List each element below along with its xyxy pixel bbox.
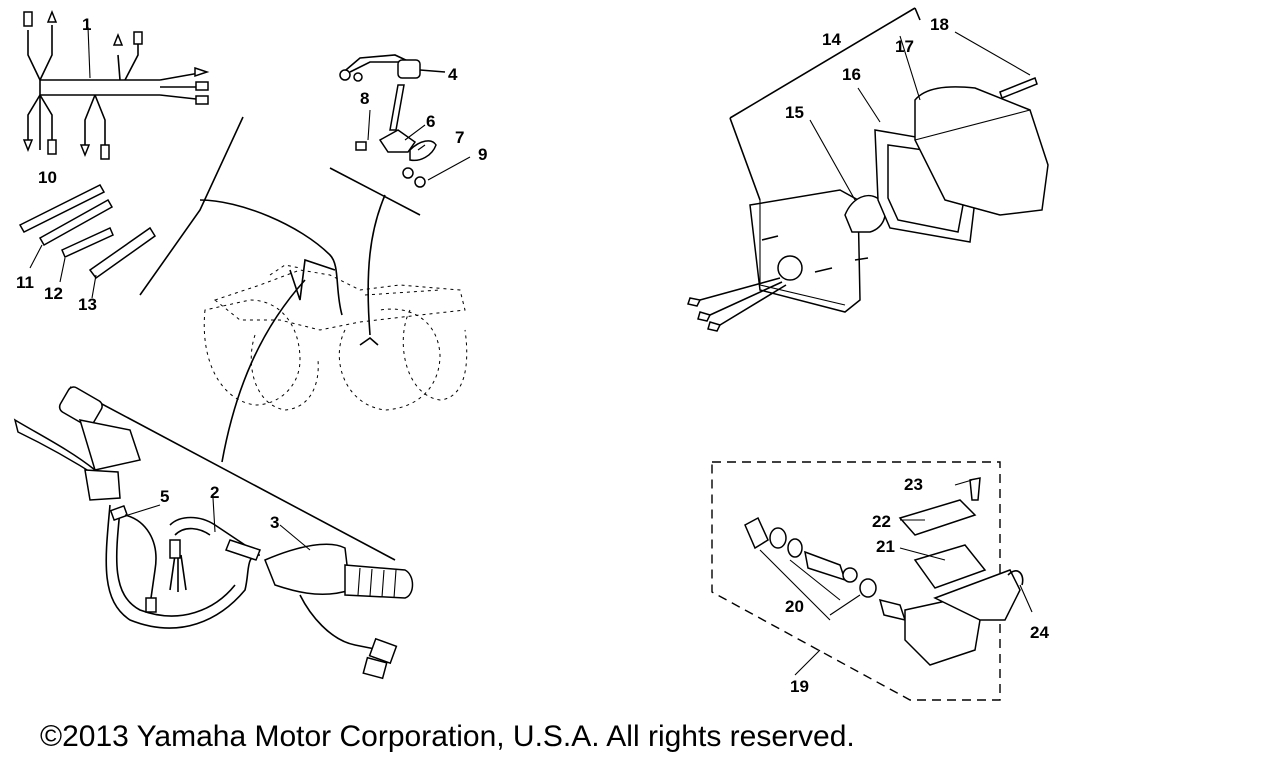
callout-1: 1 bbox=[82, 15, 91, 34]
callout-6: 6 bbox=[426, 112, 435, 131]
callout-labels: 1 2 3 4 5 6 7 8 9 10 11 12 13 14 15 16 1… bbox=[16, 15, 1049, 696]
callout-13: 13 bbox=[78, 295, 97, 314]
callout-12: 12 bbox=[44, 284, 63, 303]
callout-16: 16 bbox=[842, 65, 861, 84]
wire-harness bbox=[22, 9, 210, 160]
callout-11: 11 bbox=[16, 273, 34, 292]
callout-4: 4 bbox=[448, 65, 458, 84]
callout-17: 17 bbox=[895, 37, 914, 56]
callout-9: 9 bbox=[478, 145, 487, 164]
callout-10: 10 bbox=[38, 168, 57, 187]
callout-5: 5 bbox=[160, 487, 169, 506]
callout-20: 20 bbox=[785, 597, 804, 616]
group-lines bbox=[69, 116, 396, 561]
callout-23: 23 bbox=[904, 475, 923, 494]
callout-15: 15 bbox=[785, 103, 804, 122]
callout-2: 2 bbox=[210, 483, 219, 502]
callout-24: 24 bbox=[1030, 623, 1049, 642]
callout-7: 7 bbox=[455, 128, 464, 147]
atv-silhouette bbox=[203, 258, 468, 411]
callout-19: 19 bbox=[790, 677, 809, 696]
cable-ties bbox=[18, 184, 157, 299]
callout-14: 14 bbox=[822, 30, 841, 49]
callout-21: 21 bbox=[876, 537, 895, 556]
callout-18: 18 bbox=[930, 15, 949, 34]
handlebar-assembly bbox=[13, 386, 414, 680]
callout-22: 22 bbox=[872, 512, 891, 531]
callout-8: 8 bbox=[360, 89, 369, 108]
tail-light-assembly bbox=[687, 7, 1049, 332]
main-switch-assembly bbox=[329, 54, 471, 216]
copyright-notice: ©2013 Yamaha Motor Corporation, U.S.A. A… bbox=[40, 720, 855, 753]
master-cylinder-group bbox=[711, 461, 1033, 701]
callout-3: 3 bbox=[270, 513, 279, 532]
